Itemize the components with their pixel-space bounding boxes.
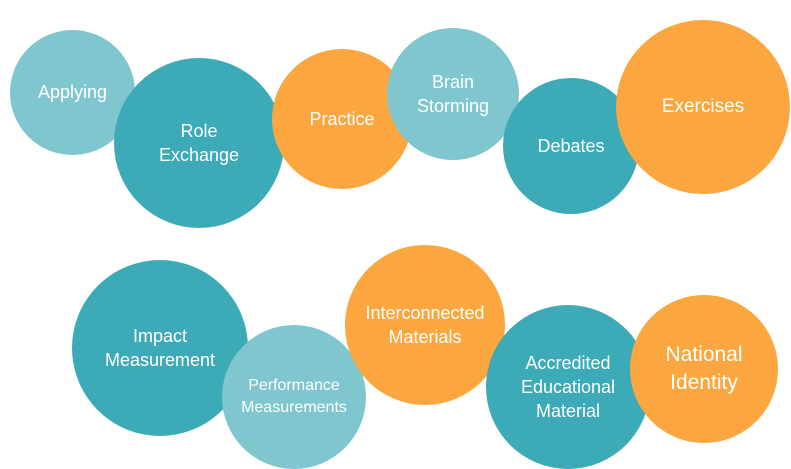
bubble-label: Performance Measurements — [241, 377, 347, 416]
bubble-label: Impact Measurement — [104, 325, 216, 370]
bubble-brain-storming: Brain Storming — [387, 28, 519, 160]
bubble-label: Accredited Educational Material — [520, 352, 616, 422]
bubble-role-exchange: Role Exchange — [114, 58, 284, 228]
bubble-accredited-educational-material: Accredited Educational Material — [486, 305, 650, 469]
bubble-label: Exercises — [661, 96, 745, 118]
bubble-practice: Practice — [272, 49, 412, 189]
bubble-applying: Applying — [10, 30, 135, 155]
bubble-impact-measurement: Impact Measurement — [72, 260, 248, 436]
bubble-performance-measurements: Performance Measurements — [222, 325, 366, 469]
bubble-national-identity: National Identity — [630, 295, 778, 443]
bubble-label: Debates — [537, 135, 605, 156]
bubble-label: Interconnected Materials — [365, 302, 485, 347]
bubble-interconnected-materials: Interconnected Materials — [345, 245, 505, 405]
bubble-label: Practice — [309, 108, 375, 129]
bubble-exercises: Exercises — [616, 20, 790, 194]
bubble-label: Role Exchange — [158, 120, 240, 165]
bubble-label: Applying — [37, 82, 108, 103]
bubble-label: Brain Storming — [416, 71, 490, 116]
bubble-label: National Identity — [665, 342, 743, 394]
